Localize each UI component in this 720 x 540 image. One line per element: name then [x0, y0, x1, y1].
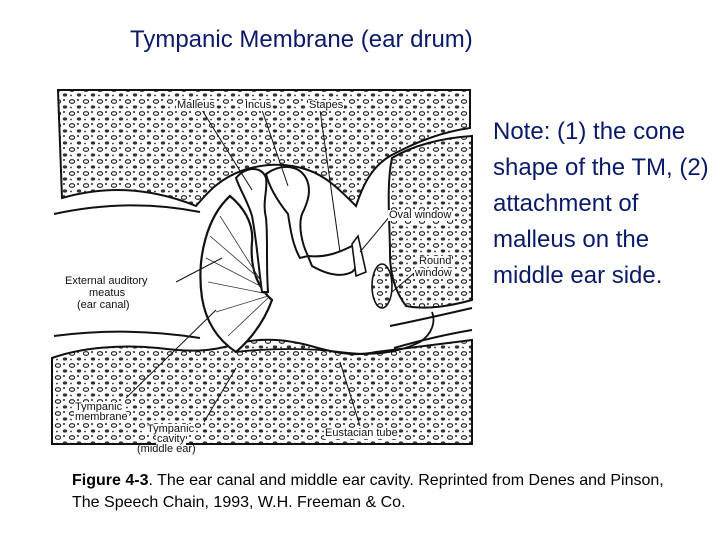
label-round-window-line1: Round — [418, 255, 453, 267]
ear-canal-upper-wall — [53, 204, 201, 215]
label-oval-window: Oval window — [388, 209, 453, 221]
membrane-striations — [205, 215, 269, 337]
label-incus: Incus — [244, 99, 273, 111]
stapes-footplate — [351, 234, 367, 278]
upper-temporal-bone — [56, 89, 471, 208]
note-text: Note: (1) the cone shape of the TM, (2) … — [493, 118, 709, 289]
figure-label: Figure 4-3 — [72, 472, 149, 489]
eustachian-tube-wall-bottom — [393, 329, 473, 349]
round-window-shape — [371, 263, 393, 309]
label-external-meatus-line1: External auditory — [64, 275, 149, 287]
inner-ear-bone — [387, 134, 473, 309]
malleus-bone — [234, 168, 270, 293]
label-tympanic-membrane-line1: Tympanic — [74, 401, 124, 413]
ear-anatomy-drawing — [51, 89, 473, 445]
label-external-meatus-line2: meatus — [88, 287, 127, 299]
stapes-bone — [306, 244, 359, 276]
incus-bone — [264, 166, 310, 260]
ear-canal-lower-wall — [53, 330, 201, 339]
lower-temporal-bone — [51, 338, 473, 445]
eustachian-tube-wall-top — [389, 307, 473, 327]
leader-lines — [125, 109, 421, 427]
caption-text: . The ear canal and middle ear cavity. R… — [72, 472, 664, 511]
label-tympanic-cavity-line1: Tympanic — [146, 423, 196, 435]
label-tympanic-cavity-line3: (middle ear) — [137, 443, 196, 455]
slide-title: Tympanic Membrane (ear drum) — [130, 26, 473, 53]
ear-anatomy-diagram: Malleus Incus Stapes Oval window Round w… — [40, 86, 480, 455]
figure-caption: Figure 4-3. The ear canal and middle ear… — [72, 470, 692, 514]
label-tympanic-membrane-line2: membrane — [74, 411, 129, 423]
middle-ear-cavity — [235, 311, 435, 355]
label-eustachian-tube: Eustacian tube — [324, 427, 399, 439]
label-round-window-line2: window — [414, 267, 453, 279]
label-stapes: Stapes — [308, 99, 345, 111]
label-tympanic-cavity-line2: cavity — [156, 433, 187, 445]
label-malleus: Malleus — [176, 99, 216, 111]
label-external-meatus-line3: (ear canal) — [76, 299, 131, 311]
